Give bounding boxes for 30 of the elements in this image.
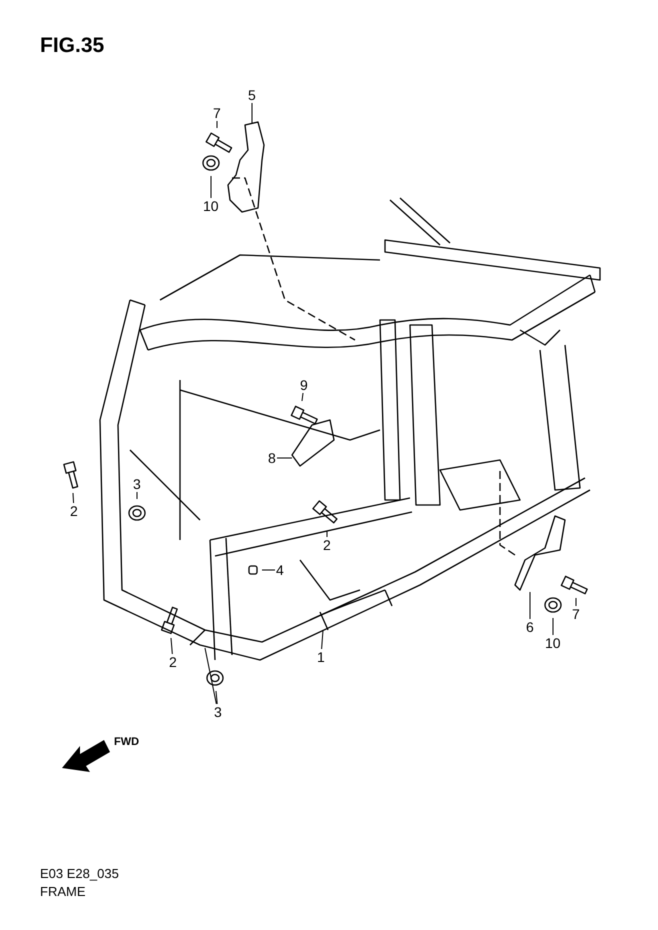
callout-number: 9 [299,377,309,393]
leader-line [170,638,173,654]
diagram-caption: FRAME [40,884,86,900]
direction-label: FWD [114,736,140,748]
leader-line [204,648,217,704]
callout-number: 10 [544,635,562,651]
figure-title: FIG.35 [40,34,104,58]
leader-line [72,492,74,504]
leader-line [552,618,554,636]
leader-line [136,492,138,500]
callout-number: 6 [525,619,535,635]
callout-number: 3 [132,476,142,492]
callout-number: 7 [212,105,222,121]
callout-number: 8 [267,450,277,466]
callout-number: 7 [571,606,581,622]
leader-line [210,176,212,198]
leader-line [326,530,328,538]
callout-number: 2 [168,654,178,670]
callout-number: 3 [213,704,223,720]
leader-line [216,690,218,704]
callout-number: 4 [275,562,285,578]
callout-number: 10 [202,198,220,214]
callout-number: 2 [69,503,79,519]
leader-line [302,392,304,402]
callout-number: 1 [316,649,326,665]
leader-line [321,630,324,650]
leader-line [216,120,218,128]
callout-number: 2 [322,537,332,553]
diagram-code: E03 E28_035 [40,866,119,882]
callout-number: 5 [247,87,257,103]
